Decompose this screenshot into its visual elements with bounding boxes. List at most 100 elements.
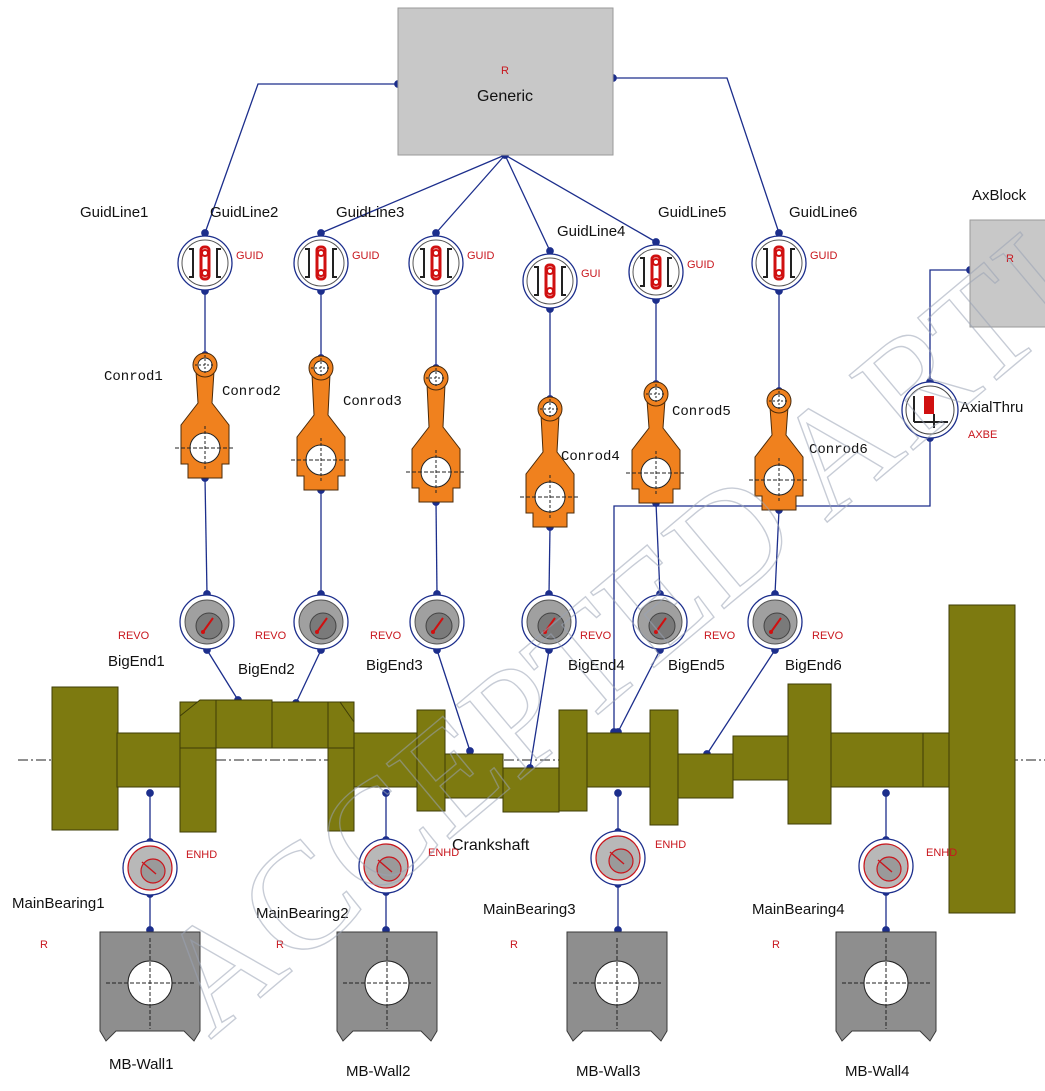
guidline-joint-2[interactable] <box>293 235 349 291</box>
main-bearing-label-4: MainBearing4 <box>752 901 845 918</box>
guidline-tag-4: GUI <box>581 268 601 280</box>
bigend-label-4: BigEnd4 <box>568 657 625 674</box>
guidline-tag-5: GUID <box>687 259 715 271</box>
bigend-tag-4: REVO <box>580 630 612 642</box>
conrod-2[interactable] <box>291 355 351 491</box>
conrod-label-3: Conrod3 <box>343 394 402 410</box>
crank-segment-5 <box>271 701 329 749</box>
bigend-joint-4[interactable] <box>521 594 577 650</box>
main-bearing-2[interactable] <box>358 838 414 894</box>
bigend-label-3: BigEnd3 <box>366 657 423 674</box>
connection-lines <box>146 74 974 934</box>
crank-segment-4 <box>215 699 273 749</box>
main-bearing-3[interactable] <box>590 830 646 886</box>
mb-wall-tag-3: R <box>510 939 518 951</box>
main-bearing-label-3: MainBearing3 <box>483 901 576 918</box>
main-bearing-1[interactable] <box>122 840 178 896</box>
conrod-1[interactable] <box>175 352 235 479</box>
crank-segment-7 <box>353 732 418 788</box>
axblock-tag: R <box>1006 253 1014 265</box>
crank-segment-8 <box>416 709 446 812</box>
mb-wall-label-1: MB-Wall1 <box>109 1056 173 1073</box>
mb-wall-1[interactable] <box>99 931 201 1042</box>
bigend-tag-2: REVO <box>255 630 287 642</box>
guidline-joint-1[interactable] <box>177 235 233 291</box>
guidline-label-3: GuidLine3 <box>336 204 404 221</box>
generic-label: Generic <box>477 88 533 105</box>
conrod-3[interactable] <box>406 365 466 503</box>
crank-web-bevel-left <box>179 699 217 749</box>
axblock[interactable]: R <box>969 219 1045 328</box>
mb-wall-label-4: MB-Wall4 <box>845 1063 909 1080</box>
crank-segment-16 <box>787 683 832 825</box>
conrod-label-6: Conrod6 <box>809 442 868 458</box>
crank-segment-13 <box>649 709 679 826</box>
axial-thrust-tag: AXBE <box>968 429 997 441</box>
bigend-tag-1: REVO <box>118 630 150 642</box>
axial-thrust-joint[interactable] <box>901 381 959 439</box>
guidline-tag-3: GUID <box>467 250 495 262</box>
mb-wall-2[interactable] <box>336 931 438 1042</box>
bigend-tag-3: REVO <box>370 630 402 642</box>
main-bearing-tag-3: ENHD <box>655 839 686 851</box>
main-bearing-tag-1: ENHD <box>186 849 217 861</box>
main-bearing-label-1: MainBearing1 <box>12 895 105 912</box>
main-bearing-4[interactable] <box>858 838 914 894</box>
conrod-label-5: Conrod5 <box>672 404 731 420</box>
crank-web-bevel-right <box>327 701 355 749</box>
guidline-label-6: GuidLine6 <box>789 204 857 221</box>
axial-thrust-label: AxialThru <box>960 399 1023 416</box>
bigend-joint-2[interactable] <box>293 594 349 650</box>
bigend-joint-6[interactable] <box>747 594 803 650</box>
bigend-tag-6: REVO <box>812 630 844 642</box>
bigend-label-1: BigEnd1 <box>108 653 165 670</box>
main-bearing-label-2: MainBearing2 <box>256 905 349 922</box>
main-bearing-tag-4: ENHD <box>926 847 957 859</box>
guidline-label-4: GuidLine4 <box>557 223 625 240</box>
conrod-6[interactable] <box>749 388 809 511</box>
crank-segment-18 <box>922 732 950 788</box>
guidline-tag-1: GUID <box>236 250 264 262</box>
crank-segment-1 <box>51 686 119 831</box>
crank-segment-2 <box>116 732 181 788</box>
mb-wall-tag-2: R <box>276 939 284 951</box>
generic-block[interactable]: R Generic <box>397 7 614 156</box>
crankshaft[interactable] <box>51 604 1016 914</box>
guidline-joint-5[interactable] <box>628 244 684 300</box>
watermark: ACCEPTED ARTICLE <box>125 20 1045 1065</box>
guidline-joint-6[interactable] <box>751 235 807 291</box>
bigend-joint-5[interactable] <box>632 594 688 650</box>
crank-segment-17 <box>830 732 924 788</box>
crankshaft-label: Crankshaft <box>452 837 530 854</box>
mb-wall-label-2: MB-Wall2 <box>346 1063 410 1080</box>
main-bearing-tag-2: ENHD <box>428 847 459 859</box>
crank-segment-10 <box>502 767 560 813</box>
bigend-label-2: BigEnd2 <box>238 661 295 678</box>
bigend-joint-1[interactable] <box>179 594 235 650</box>
mb-wall-tag-4: R <box>772 939 780 951</box>
conrod-5[interactable] <box>626 381 686 504</box>
conrod-4[interactable] <box>520 396 580 528</box>
crank-segment-15 <box>732 735 789 781</box>
bigend-tag-5: REVO <box>704 630 736 642</box>
guidline-joint-4[interactable] <box>522 253 578 309</box>
bigend-label-5: BigEnd5 <box>668 657 725 674</box>
conrod-label-4: Conrod4 <box>561 449 620 465</box>
guidline-joints: GUIDGuidLine1GUIDGuidLine2GUIDGuidLine3G… <box>80 204 857 309</box>
axblock-label: AxBlock <box>972 187 1027 204</box>
crank-segment-14 <box>677 753 734 799</box>
mb-wall-tag-1: R <box>40 939 48 951</box>
guidline-label-1: GuidLine1 <box>80 204 148 221</box>
mb-wall-3[interactable] <box>566 931 668 1042</box>
bigend-joints: REVO BigEnd1 REVO BigEnd2 REVO BigEnd3 REVO Big… <box>108 594 844 678</box>
guidline-joint-3[interactable] <box>408 235 464 291</box>
guidline-tag-6: GUID <box>810 250 838 262</box>
mb-wall-4[interactable] <box>835 931 937 1042</box>
bigend-label-6: BigEnd6 <box>785 657 842 674</box>
conrods: Conrod1Conrod2Conrod3Conrod4Conrod5Conro… <box>104 352 868 528</box>
guidline-label-2: GuidLine2 <box>210 204 278 221</box>
guidline-tag-2: GUID <box>352 250 380 262</box>
bigend-joint-3[interactable] <box>409 594 465 650</box>
